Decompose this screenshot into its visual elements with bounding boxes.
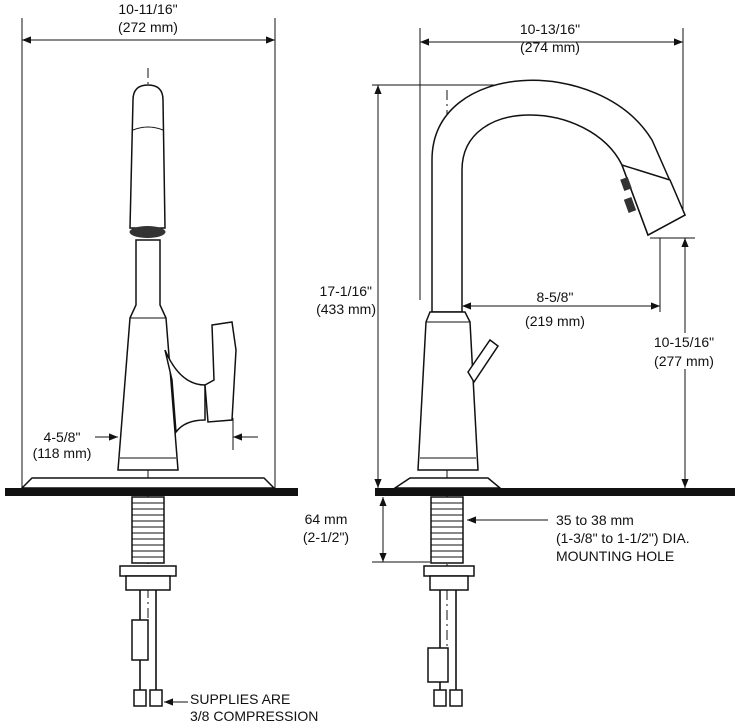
threaded-shank (430, 496, 464, 564)
handle-lever (467, 338, 500, 384)
hose-connector (131, 619, 149, 661)
faucet-body (117, 239, 179, 471)
right-width-metric: (274 mm) (520, 39, 580, 55)
handle-base (164, 349, 206, 435)
mounting-hole-line2: (1-3/8" to 1-1/2") DIA. (556, 530, 690, 546)
left-width-imperial: 10-11/16" (118, 1, 177, 17)
deck-plate (20, 477, 276, 489)
reach-metric: (219 mm) (525, 313, 585, 329)
countertop (375, 488, 735, 496)
handle-offset-imperial: 4-5/8" (44, 429, 81, 445)
supplies-note-line2: 3/8 COMPRESSION (190, 708, 318, 724)
pull-down-spray-head (620, 163, 686, 237)
deck-thickness-metric: 64 mm (305, 511, 348, 527)
threaded-shank (131, 496, 165, 564)
handle-lever (204, 321, 237, 423)
mounting-nut (119, 565, 177, 577)
mounting-nut (423, 565, 475, 577)
mounting-hole-line1: 35 to 38 mm (556, 512, 634, 528)
spray-face (129, 226, 166, 238)
supplies-note-line1: SUPPLIES ARE (190, 691, 290, 707)
clearance-imperial: 10-15/16" (654, 334, 714, 350)
clearance-metric: (277 mm) (654, 353, 714, 369)
deck-thickness-imperial: (2-1/2") (303, 529, 349, 545)
height-metric: (433 mm) (316, 301, 376, 317)
height-imperial: 17-1/16" (320, 283, 372, 299)
handle-offset-metric: (118 mm) (33, 445, 92, 461)
deck-plate (392, 477, 503, 489)
reach-imperial: 8-5/8" (537, 289, 574, 305)
right-side-view: 10-13/16" (274 mm) 17-1/16" (433 mm) 8-5… (303, 21, 735, 707)
hose-weight (427, 647, 449, 683)
left-width-metric: (272 mm) (118, 19, 178, 35)
gooseneck-spout (431, 79, 686, 313)
spray-head (129, 84, 166, 229)
countertop (5, 488, 298, 496)
left-front-view: 10-11/16" (272 mm) 4-5/8" (118 mm) (5, 1, 318, 724)
mounting-hole-line3: MOUNTING HOLE (556, 548, 674, 564)
faucet-body (417, 311, 479, 471)
right-width-imperial: 10-13/16" (520, 21, 580, 37)
